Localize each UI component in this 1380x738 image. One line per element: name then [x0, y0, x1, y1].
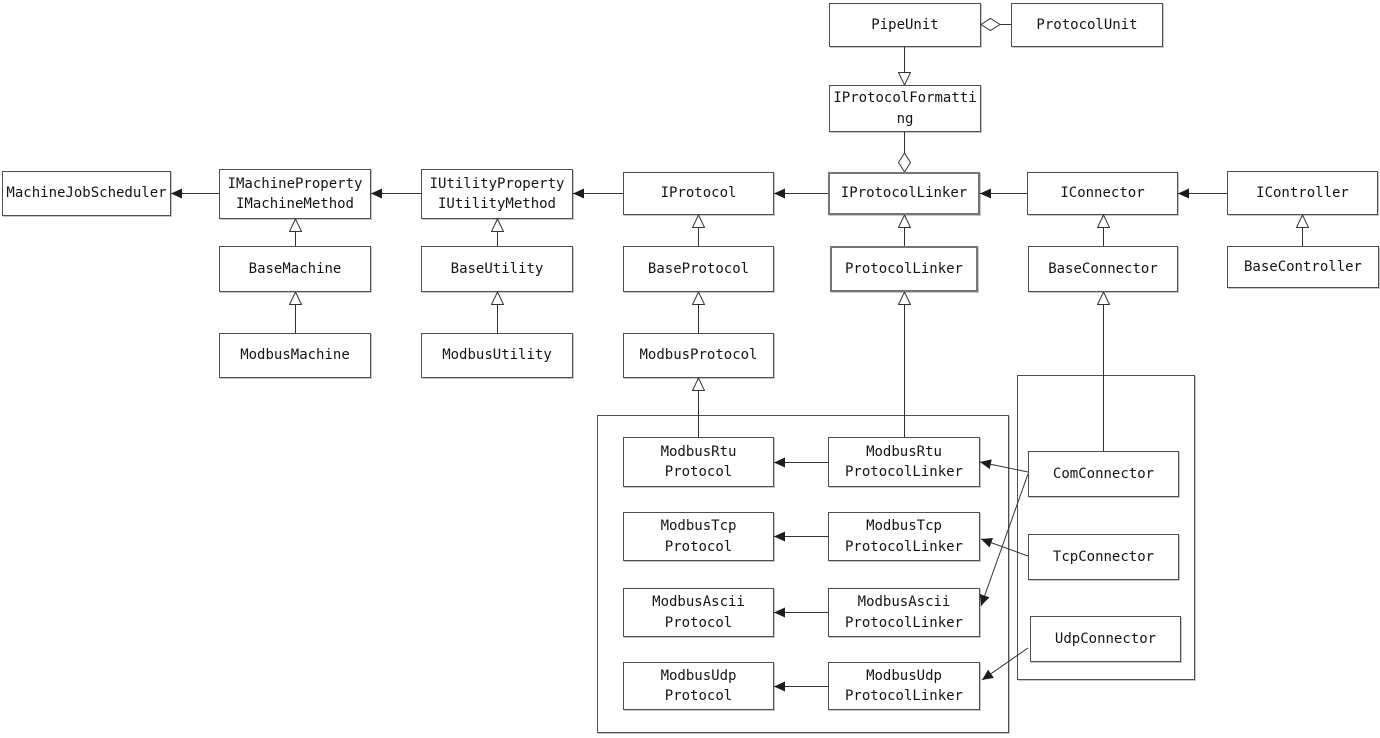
class-box-baseconnector: BaseConnector: [1028, 246, 1178, 292]
class-box-iutilityproperty-iutilitymethod: IUtilityProperty IUtilityMethod: [421, 169, 573, 219]
class-box-modbusprotocol: ModbusProtocol: [623, 333, 774, 378]
connectors-group-frame: [1017, 375, 1195, 680]
class-box-basemachine: BaseMachine: [219, 246, 371, 292]
class-box-udpconnector: UdpConnector: [1030, 616, 1181, 662]
class-box-modbusudpprotocol: ModbusUdp Protocol: [623, 662, 774, 710]
class-box-iprotocol: IProtocol: [623, 172, 774, 215]
class-box-icontroller: IController: [1227, 171, 1378, 215]
class-box-modbusmachine: ModbusMachine: [219, 333, 371, 378]
modbus-protocols-group-frame: [597, 415, 1009, 733]
class-box-tcpconnector: TcpConnector: [1028, 534, 1179, 580]
class-box-machinejobscheduler: MachineJobScheduler: [2, 171, 171, 216]
class-box-modbustcpprotocol: ModbusTcp Protocol: [623, 512, 774, 561]
class-box-protocollinker: ProtocolLinker: [830, 246, 978, 292]
class-box-iprotocollinker: IProtocolLinker: [828, 172, 980, 215]
class-box-modbusasciiprotocol: ModbusAscii Protocol: [623, 588, 774, 637]
class-box-comconnector: ComConnector: [1028, 451, 1179, 497]
class-box-protocolunit: ProtocolUnit: [1011, 3, 1163, 47]
class-box-baseprotocol: BaseProtocol: [623, 246, 774, 292]
class-box-modbusutility: ModbusUtility: [421, 333, 573, 378]
edge-comconnector-to-asciilinker: [979, 473, 1029, 607]
class-box-modbusudpprotocollinker: ModbusUdp ProtocolLinker: [828, 662, 980, 710]
class-box-modbusrtuprotocol: ModbusRtu Protocol: [623, 437, 774, 487]
class-box-pipeunit: PipeUnit: [829, 3, 981, 47]
edge-comconnector-to-rtulinker: [979, 459, 1029, 473]
class-box-basecontroller: BaseController: [1227, 246, 1379, 288]
class-box-modbusrtuprotocollinker: ModbusRtu ProtocolLinker: [828, 437, 980, 487]
edge-tcpconnector-to-tcplinker: [980, 538, 1029, 557]
class-box-iconnector: IConnector: [1027, 172, 1178, 215]
class-box-baseutility: BaseUtility: [421, 246, 573, 292]
class-box-modbustcpprotocollinker: ModbusTcp ProtocolLinker: [828, 512, 980, 561]
class-box-modbusasciiprotocollinker: ModbusAscii ProtocolLinker: [828, 588, 980, 637]
edge-udpconnector-to-udplinker: [981, 647, 1029, 681]
class-box-iprotocolformatting: IProtocolFormatting: [829, 85, 981, 132]
class-box-imachineproperty-imachinemethod: IMachineProperty IMachineMethod: [219, 169, 371, 219]
